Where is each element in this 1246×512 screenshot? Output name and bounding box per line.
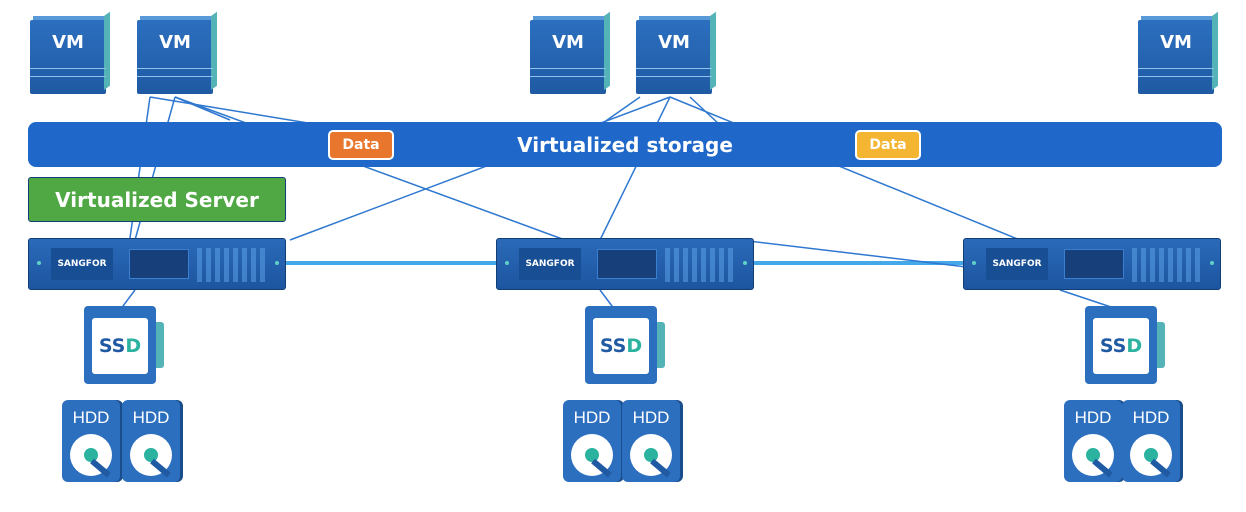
ssd-label-suffix: D xyxy=(125,335,142,357)
ssd-label-prefix: SS xyxy=(1099,335,1127,357)
server-drive-bays xyxy=(1132,248,1200,282)
vm-link xyxy=(174,96,566,241)
ssd-label-prefix: SS xyxy=(98,335,126,357)
virtualized-storage-label: Virtualized storage xyxy=(517,132,733,157)
vm-link xyxy=(669,96,1021,241)
sangfor-server: SANGFOR xyxy=(963,238,1221,290)
hdd-drive: HDD xyxy=(563,400,621,482)
hdd-label: HDD xyxy=(1132,408,1170,427)
vm-link xyxy=(739,239,976,269)
server-screen xyxy=(129,249,189,279)
vm-box: VM xyxy=(530,11,610,94)
hdd-label: HDD xyxy=(1074,408,1112,427)
vm-box: VM xyxy=(137,11,217,94)
vm-label: VM xyxy=(658,32,690,53)
hdd-label: HDD xyxy=(573,408,611,427)
vm-link xyxy=(149,96,321,126)
hdd-label: HDD xyxy=(132,408,170,427)
ssd-label-prefix: SS xyxy=(599,335,627,357)
vm-link xyxy=(174,96,231,121)
hdd-drive: HDD xyxy=(122,400,180,482)
server-drive-bays xyxy=(197,248,265,282)
hdd-label: HDD xyxy=(632,408,670,427)
server-drive-bays xyxy=(665,248,733,282)
sangfor-server: SANGFOR xyxy=(496,238,754,290)
hdd-drive: HDD xyxy=(1064,400,1122,482)
vm-label: VM xyxy=(1160,32,1192,53)
sangfor-server: SANGFOR xyxy=(28,238,286,290)
vm-box: VM xyxy=(30,11,110,94)
server-brand: SANGFOR xyxy=(519,248,581,280)
vm-link xyxy=(599,96,671,241)
vm-link xyxy=(689,96,721,126)
server-brand: SANGFOR xyxy=(51,248,113,280)
vm-link xyxy=(599,96,641,126)
server-screen xyxy=(597,249,657,279)
vm-label: VM xyxy=(159,32,191,53)
server-brand: SANGFOR xyxy=(986,248,1048,280)
vm-box: VM xyxy=(1138,11,1218,94)
ssd-label-suffix: D xyxy=(626,335,643,357)
hdd-label: HDD xyxy=(72,408,110,427)
data-chip: Data xyxy=(855,130,921,160)
data-chip: Data xyxy=(328,130,394,160)
hdd-drive: HDD xyxy=(62,400,120,482)
vm-label: VM xyxy=(52,32,84,53)
virtualized-server-label: Virtualized Server xyxy=(55,187,259,212)
ssd-label-suffix: D xyxy=(1126,335,1143,357)
hdd-drive: HDD xyxy=(622,400,680,482)
virtualized-storage-bar: Virtualized storage xyxy=(28,122,1222,167)
vm-link xyxy=(289,96,671,241)
hdd-drive: HDD xyxy=(1122,400,1180,482)
vm-box: VM xyxy=(636,11,716,94)
server-screen xyxy=(1064,249,1124,279)
virtualized-server-bar: Virtualized Server xyxy=(28,177,286,222)
vm-label: VM xyxy=(552,32,584,53)
